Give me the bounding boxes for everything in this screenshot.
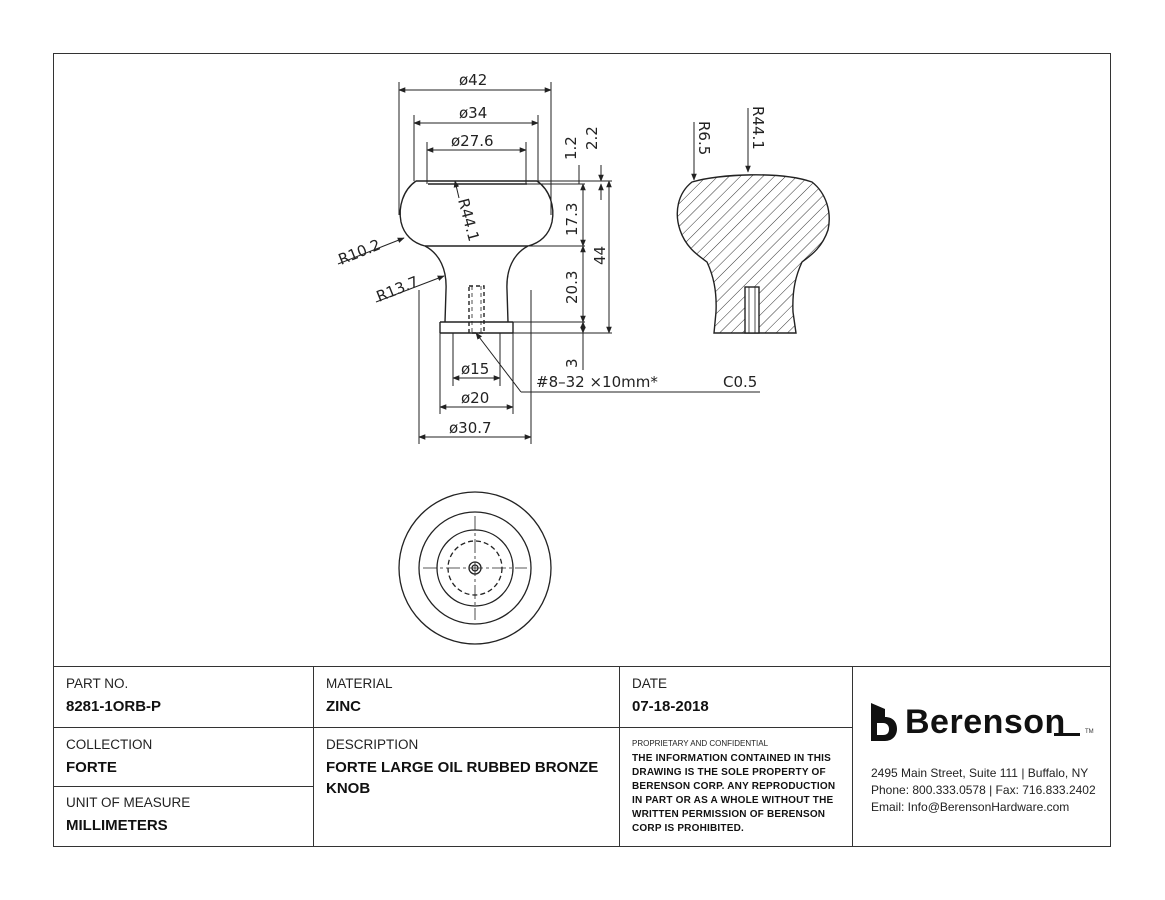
- part-no-label: PART NO.: [66, 676, 129, 691]
- title-block-top-rule: [53, 666, 1111, 667]
- collection-label: COLLECTION: [66, 737, 153, 752]
- uom-label: UNIT OF MEASURE: [66, 795, 191, 810]
- dim-thread: #8–32 ×10mm*: [536, 373, 658, 391]
- dim-v2-2: 2.2: [583, 126, 601, 150]
- dim-r44-1: R44.1: [454, 196, 483, 243]
- section-dimension-text: R6.5 R44.1: [695, 106, 767, 155]
- date-value: 07-18-2018: [632, 698, 709, 715]
- date-label: DATE: [632, 676, 668, 691]
- berenson-logo-icon: [871, 703, 897, 741]
- rule-col3: [852, 666, 853, 847]
- dim-v44: 44: [591, 246, 609, 265]
- dimension-lines: [337, 82, 760, 444]
- dim-r10-2: R10.2: [336, 236, 383, 269]
- brand-trademark: TM: [1085, 729, 1094, 735]
- brand-underline: [1054, 733, 1080, 736]
- part-no-value: 8281-1ORB-P: [66, 698, 162, 715]
- dim-v20-3: 20.3: [563, 271, 581, 304]
- dim-v1-2: 1.2: [562, 136, 580, 160]
- rule-col1: [313, 666, 314, 847]
- company-email: Email: Info@BerensonHardware.com: [871, 800, 1070, 814]
- company-address: 2495 Main Street, Suite 111 | Buffalo, N…: [871, 766, 1089, 780]
- rule-row1: [53, 727, 852, 728]
- dim-v17-3: 17.3: [563, 203, 581, 236]
- knob-section-view: [676, 108, 830, 334]
- material-label: MATERIAL: [326, 676, 393, 691]
- material-value: ZINC: [326, 698, 361, 715]
- knob-front-view: [399, 180, 554, 334]
- dim-chamfer: C0.5: [723, 373, 757, 391]
- uom-value: MILLIMETERS: [66, 817, 168, 834]
- rule-col2: [619, 666, 620, 847]
- dim-d27-6: ø27.6: [451, 132, 494, 150]
- description-value: FORTE LARGE OIL RUBBED BRONZE KNOB: [326, 759, 599, 797]
- rule-row2: [53, 786, 313, 787]
- drawing-frame: [53, 53, 1111, 847]
- dim-d30-7: ø30.7: [449, 419, 492, 437]
- dim-d42: ø42: [459, 71, 487, 89]
- brand-name: Berenson: [905, 703, 1066, 741]
- proprietary-label: PROPRIETARY AND CONFIDENTIAL: [632, 739, 769, 748]
- knob-top-view: [398, 491, 552, 645]
- company-phone: Phone: 800.333.0578 | Fax: 716.833.2402: [871, 783, 1096, 797]
- dim-r44-1-section: R44.1: [749, 106, 767, 150]
- dim-v3: 3: [563, 358, 581, 368]
- description-label: DESCRIPTION: [326, 737, 419, 752]
- dim-r6-5: R6.5: [695, 121, 713, 155]
- dim-r13-7: R13.7: [374, 273, 421, 306]
- collection-value: FORTE: [66, 759, 117, 776]
- dim-d20: ø20: [461, 389, 489, 407]
- proprietary-text: THE INFORMATION CONTAINED IN THIS DRAWIN…: [632, 753, 836, 834]
- dim-d15: ø15: [461, 360, 489, 378]
- dim-d34: ø34: [459, 104, 487, 122]
